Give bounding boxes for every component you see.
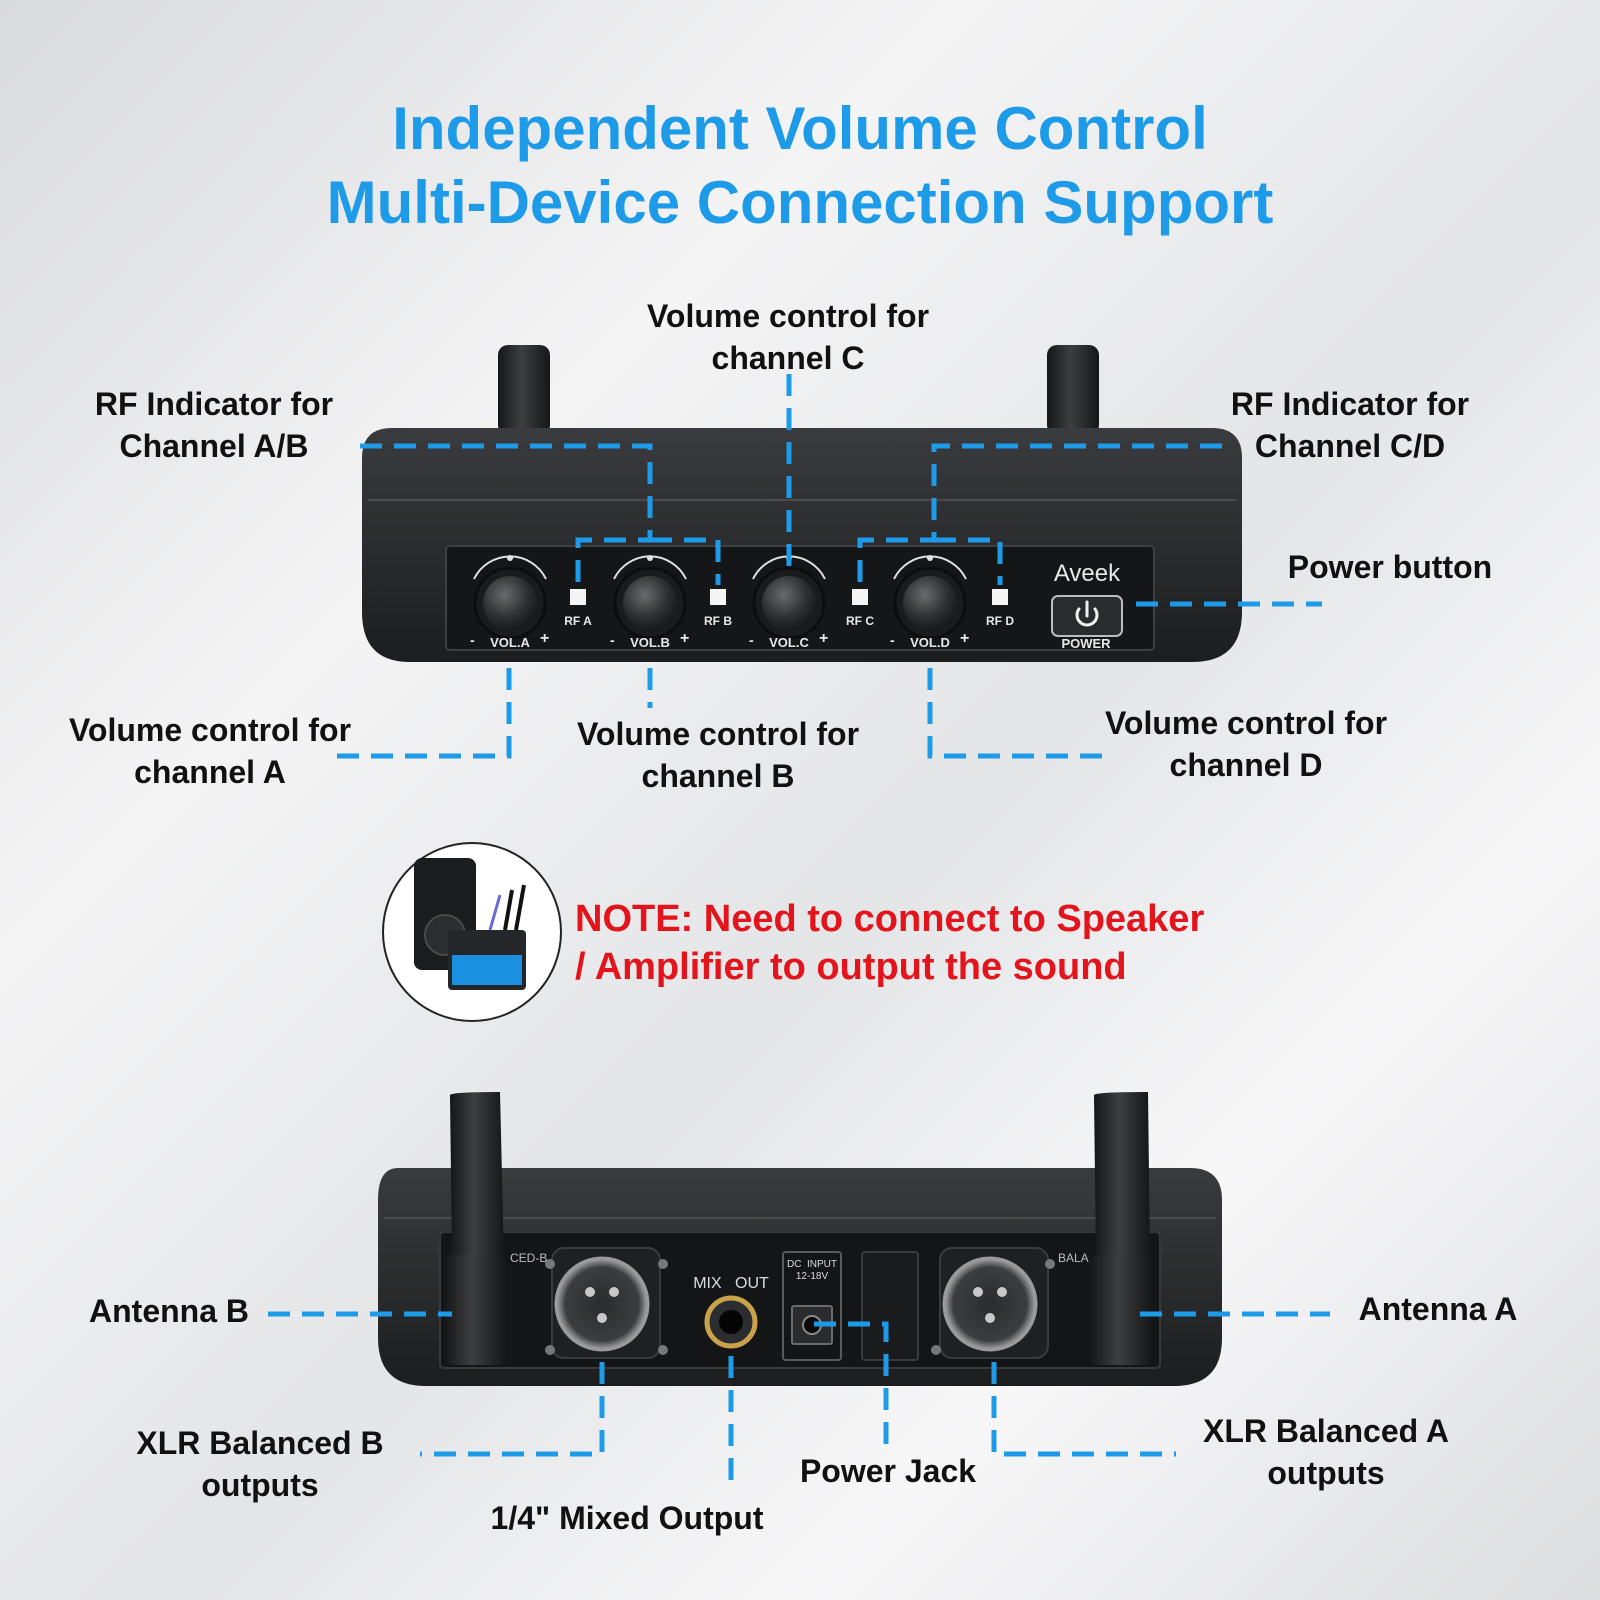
knob-label: VOL.A — [490, 635, 530, 650]
rf-indicator-c: RF C — [846, 589, 874, 628]
minus-mark: - — [470, 632, 475, 648]
antenna-b — [444, 1255, 506, 1365]
label-rf-ab: RF Indicator for Channel A/B — [94, 386, 334, 464]
label-xlr-a: XLR Balanced A outputs — [1203, 1413, 1449, 1491]
label-power-button: Power button — [1287, 549, 1493, 585]
xlr-b-connector — [554, 1256, 650, 1352]
bala-label: BALA — [1058, 1251, 1089, 1265]
minus-mark: - — [890, 632, 895, 648]
note-text: NOTE: Need to connect to Speaker / Ampli… — [575, 898, 1205, 988]
mix-out-label: MIX OUT — [693, 1275, 769, 1292]
volume-knob-d[interactable]: VOL.D- + — [890, 555, 969, 650]
rf-label: RF B — [704, 614, 732, 628]
dc-input-label: DC INPUT — [787, 1259, 837, 1270]
minus-mark: - — [610, 632, 615, 648]
label-vol-c: Volume control for channel C — [646, 298, 930, 376]
volume-knob-b[interactable]: VOL.B- + — [610, 555, 689, 650]
rf-indicator-d: RF D — [986, 589, 1014, 628]
title-line-1: Independent Volume Control — [392, 95, 1208, 162]
brand-logo: Aveek — [1054, 560, 1121, 587]
knob-label: VOL.B — [630, 635, 670, 650]
label-xlr-b: XLR Balanced B outputs — [136, 1425, 384, 1503]
label-rf-cd: RF Indicator for Channel C/D — [1230, 386, 1470, 464]
xlr-a-connector — [942, 1256, 1038, 1352]
rf-indicator-a: RF A — [564, 589, 592, 628]
rf-label: RF C — [846, 614, 874, 628]
bottom-leader-lines — [268, 1311, 1330, 1488]
minus-mark: - — [749, 632, 754, 648]
label-vol-a: Volume control for channel A — [68, 712, 352, 790]
rear-receiver: MIX OUT DC INPUT 12-18V CED-B BALA — [378, 1092, 1222, 1386]
title-line-2: Multi-Device Connection Support — [326, 169, 1274, 236]
label-vol-b: Volume control for channel B — [576, 716, 860, 794]
power-button[interactable] — [1051, 595, 1123, 637]
speaker-mixer-illustration — [382, 842, 562, 1022]
antenna-left-top — [498, 345, 550, 435]
label-antenna-b: Antenna B — [89, 1293, 249, 1329]
label-vol-d: Volume control for channel D — [1104, 705, 1388, 783]
plus-mark: + — [680, 630, 689, 647]
plus-mark: + — [540, 630, 549, 647]
rf-indicator-b: RF B — [704, 589, 732, 628]
knob-label: VOL.D — [910, 635, 950, 650]
label-power-jack: Power Jack — [799, 1453, 977, 1489]
label-mixed-output: 1/4" Mixed Output — [490, 1500, 764, 1536]
dc-voltage-label: 12-18V — [796, 1271, 829, 1282]
plus-mark: + — [960, 630, 969, 647]
power-icon — [1075, 607, 1099, 627]
volume-knob-a[interactable]: VOL.A- + — [470, 555, 549, 650]
antenna-right-top — [1047, 345, 1099, 435]
power-label: POWER — [1061, 636, 1111, 651]
rf-label: RF D — [986, 614, 1014, 628]
screws — [545, 1259, 1055, 1355]
plus-mark: + — [819, 630, 828, 647]
top-leader-lines — [330, 374, 1322, 759]
label-antenna-a: Antenna A — [1358, 1291, 1518, 1327]
ced-b-label: CED-B — [510, 1251, 547, 1265]
knob-label: VOL.C — [769, 635, 809, 650]
antenna-a — [1090, 1255, 1152, 1365]
rf-label: RF A — [564, 614, 592, 628]
